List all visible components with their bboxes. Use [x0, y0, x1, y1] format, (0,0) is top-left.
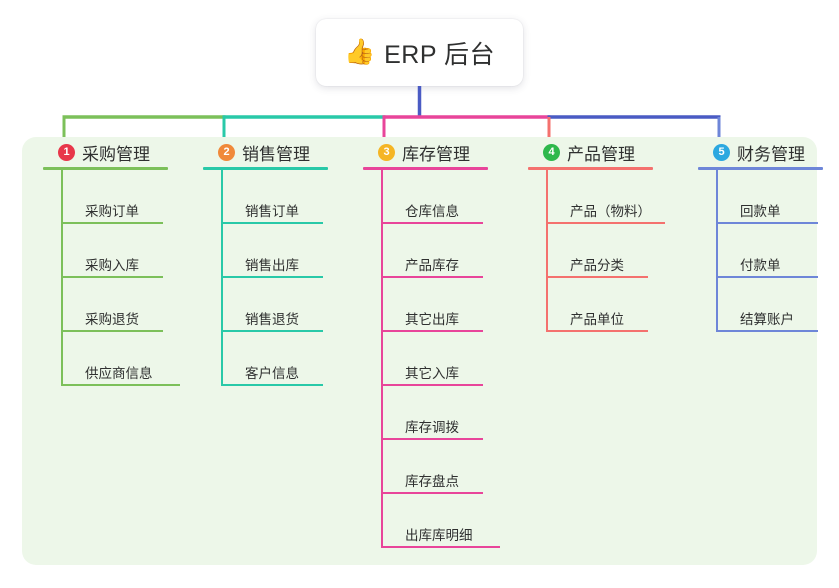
- branch-column-1: 1 采购管理采购订单采购入库采购退货供应商信息: [42, 137, 202, 386]
- branch-rule-4: [528, 167, 653, 170]
- branch-items-5: 回款单付款单结算账户: [716, 170, 839, 332]
- branch-badge-2: 2: [218, 143, 235, 161]
- branch-title-5: 财务管理: [737, 144, 805, 164]
- branch-badge-3: 3: [378, 143, 395, 161]
- branch-item[interactable]: 客户信息: [223, 332, 362, 386]
- branch-item-label: 供应商信息: [85, 366, 153, 381]
- branch-item[interactable]: 其它入库: [383, 332, 522, 386]
- branch-item[interactable]: 产品单位: [548, 278, 687, 332]
- branch-title-4: 产品管理: [567, 144, 635, 164]
- branch-column-5: 5 财务管理回款单付款单结算账户: [697, 137, 839, 332]
- branch-item[interactable]: 采购退货: [63, 278, 202, 332]
- branch-item[interactable]: 供应商信息: [63, 332, 202, 386]
- branch-header-3[interactable]: 3 库存管理: [362, 137, 522, 167]
- branch-item-label: 采购订单: [85, 204, 139, 219]
- branch-item-label: 库存盘点: [405, 474, 459, 489]
- branch-item-label: 回款单: [740, 204, 781, 219]
- branch-item[interactable]: 库存调拨: [383, 386, 522, 440]
- branch-item-label: 销售退货: [245, 312, 299, 327]
- branch-item[interactable]: 产品库存: [383, 224, 522, 278]
- branch-item[interactable]: 其它出库: [383, 278, 522, 332]
- branch-item-label: 产品库存: [405, 258, 459, 273]
- branch-items-3: 仓库信息产品库存其它出库其它入库库存调拨库存盘点出库库明细: [381, 170, 522, 548]
- branch-item[interactable]: 仓库信息: [383, 170, 522, 224]
- branch-item[interactable]: 产品（物料）: [548, 170, 687, 224]
- branch-item-label: 出库库明细: [405, 528, 473, 543]
- branch-item[interactable]: 采购入库: [63, 224, 202, 278]
- branch-item[interactable]: 库存盘点: [383, 440, 522, 494]
- root-title: ERP 后台: [384, 40, 496, 69]
- root-node[interactable]: 👍 ERP 后台: [316, 19, 523, 86]
- branch-item-label: 其它入库: [405, 366, 459, 381]
- branch-title-2: 销售管理: [242, 144, 310, 164]
- thumbs-up-icon: 👍: [343, 38, 376, 66]
- branch-item[interactable]: 销售订单: [223, 170, 362, 224]
- branch-item-label: 库存调拨: [405, 420, 459, 435]
- branch-item[interactable]: 出库库明细: [383, 494, 522, 548]
- branch-item-label: 销售出库: [245, 258, 299, 273]
- branch-column-4: 4 产品管理产品（物料） 产品分类产品单位: [527, 137, 687, 332]
- branch-rule-5: [698, 167, 823, 170]
- branch-item[interactable]: 回款单: [718, 170, 839, 224]
- branch-badge-1: 1: [58, 143, 75, 161]
- branch-item[interactable]: 销售退货: [223, 278, 362, 332]
- branch-rule-3: [363, 167, 488, 170]
- branch-item-label: 销售订单: [245, 204, 299, 219]
- branch-item-label: 采购入库: [85, 258, 139, 273]
- branch-item-label: 采购退货: [85, 312, 139, 327]
- branch-item[interactable]: 采购订单: [63, 170, 202, 224]
- branch-item-label: 仓库信息: [405, 204, 459, 219]
- branch-item[interactable]: 付款单: [718, 224, 839, 278]
- branch-item-label: 产品（物料）: [570, 204, 651, 219]
- branch-rule-1: [43, 167, 168, 170]
- branch-badge-4: 4: [543, 143, 560, 161]
- branch-title-3: 库存管理: [402, 144, 470, 164]
- branch-header-1[interactable]: 1 采购管理: [42, 137, 202, 167]
- branch-item[interactable]: 结算账户: [718, 278, 839, 332]
- branch-item-label: 付款单: [740, 258, 781, 273]
- branch-rule-2: [203, 167, 328, 170]
- branch-items-4: 产品（物料） 产品分类产品单位: [546, 170, 687, 332]
- branch-item[interactable]: 销售出库: [223, 224, 362, 278]
- branch-items-2: 销售订单销售出库销售退货客户信息: [221, 170, 362, 386]
- branch-item-label: 客户信息: [245, 366, 299, 381]
- branch-title-1: 采购管理: [82, 144, 150, 164]
- branch-item-label: 产品分类: [570, 258, 624, 273]
- branch-items-1: 采购订单采购入库采购退货供应商信息: [61, 170, 202, 386]
- branch-item-label: 其它出库: [405, 312, 459, 327]
- branch-item-label: 产品单位: [570, 312, 624, 327]
- branch-item[interactable]: 产品分类: [548, 224, 687, 278]
- branch-header-4[interactable]: 4 产品管理: [527, 137, 687, 167]
- branch-header-5[interactable]: 5 财务管理: [697, 137, 839, 167]
- branch-column-2: 2 销售管理销售订单销售出库销售退货客户信息: [202, 137, 362, 386]
- branch-item-label: 结算账户: [740, 312, 794, 327]
- branch-badge-5: 5: [713, 143, 730, 161]
- branch-panel: 1 采购管理采购订单采购入库采购退货供应商信息 2 销售管理销售订单销售出库销售退货客…: [22, 137, 823, 565]
- branch-column-3: 3 库存管理仓库信息产品库存其它出库其它入库库存调拨库存盘点出库库明细: [362, 137, 522, 548]
- branch-header-2[interactable]: 2 销售管理: [202, 137, 362, 167]
